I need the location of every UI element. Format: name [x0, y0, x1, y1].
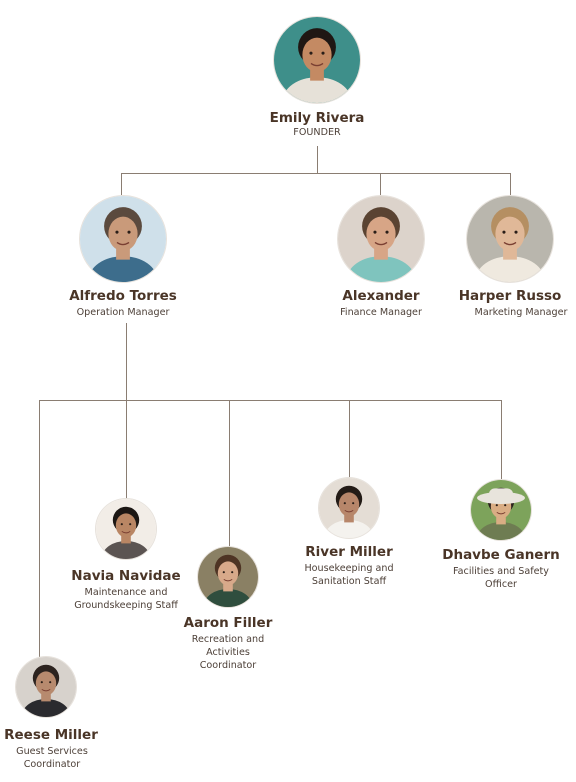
role-line: Operation Manager — [76, 307, 170, 318]
name-navia: Navia Navidae — [71, 568, 181, 584]
name-reese: Reese Miller — [4, 727, 98, 743]
connector-tier1-bar — [121, 173, 511, 174]
role-line: Marketing Manager — [474, 307, 568, 318]
connector-drop-aaron — [229, 400, 230, 547]
role-line: Finance Manager — [340, 307, 422, 318]
name-harper: Harper Russo — [458, 288, 562, 304]
connector-drop-dhavbe — [501, 400, 502, 480]
connector-drop-river — [349, 400, 350, 478]
role-founder: FOUNDER — [293, 126, 340, 139]
avatar-reese — [16, 657, 76, 717]
name-aaron: Aaron Filler — [183, 615, 273, 631]
name-dhavbe: Dhavbe Ganern — [442, 547, 560, 563]
connector-alfredo-drop — [126, 323, 127, 400]
avatar-alexander — [338, 196, 424, 282]
name-alfredo: Alfredo Torres — [69, 288, 177, 304]
connector-drop-reese — [39, 400, 40, 657]
role-line: Coordinator — [199, 660, 257, 671]
avatar-harper — [467, 196, 553, 282]
role-alexander: Finance Manager — [340, 306, 422, 319]
avatar-navia — [96, 499, 156, 559]
connector-drop-alexander — [380, 173, 381, 195]
avatar-river — [319, 478, 379, 538]
role-line: Groundskeeping Staff — [74, 600, 178, 611]
avatar-founder — [274, 17, 360, 103]
connector-drop-navia — [126, 400, 127, 499]
connector-tier2-bar — [39, 400, 502, 401]
connector-drop-alfredo — [121, 173, 122, 195]
role-line: Facilities and Safety — [453, 566, 549, 577]
role-line: FOUNDER — [293, 127, 341, 138]
name-river: River Miller — [305, 544, 393, 560]
connector-founder-drop — [317, 146, 318, 173]
role-alfredo: Operation Manager — [77, 306, 170, 319]
role-line: Sanitation Staff — [311, 576, 387, 587]
role-line: Recreation and — [191, 634, 265, 645]
connector-drop-harper — [510, 173, 511, 195]
avatar-aaron — [198, 547, 258, 607]
role-line: Officer — [485, 579, 517, 590]
avatar-alfredo — [80, 196, 166, 282]
role-line: Housekeeping and — [304, 563, 394, 574]
role-line: Guest Services — [16, 746, 88, 757]
avatar-dhavbe — [471, 480, 531, 540]
name-alexander: Alexander — [342, 288, 420, 304]
role-line: Coordinator — [23, 759, 81, 770]
role-line: Activities — [206, 647, 250, 658]
role-harper: Marketing Manager — [475, 306, 568, 319]
role-line: Maintenance and — [84, 587, 168, 598]
name-founder: Emily Rivera — [269, 110, 365, 126]
